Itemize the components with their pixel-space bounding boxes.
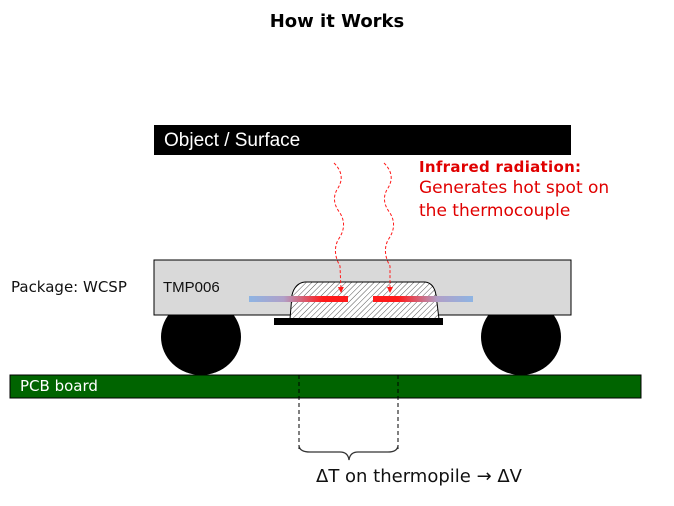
chip-name-label: TMP006	[163, 279, 220, 296]
pcb-label: PCB board	[20, 377, 98, 395]
solder-ball-left	[161, 299, 241, 375]
package-label: Package: WCSP	[11, 278, 127, 296]
object-surface-label: Object / Surface	[164, 130, 301, 151]
pcb-board	[9, 374, 642, 399]
infrared-description-line: the thermocouple	[419, 201, 571, 221]
thermopile-annotation: ΔT on thermopile → ΔV	[316, 466, 522, 487]
object-surface-bar	[154, 125, 571, 155]
infrared-title: Infrared radiation:	[419, 158, 582, 176]
infrared-description: Generates hot spot on the thermocouple	[419, 177, 609, 223]
curly-brace	[298, 445, 399, 461]
sensor-membrane	[289, 281, 440, 320]
sensor-base-plate	[274, 318, 443, 325]
infrared-description-line: Generates hot spot on	[419, 178, 610, 198]
thermopile-strip-left	[249, 296, 348, 302]
solder-ball-right	[481, 299, 561, 375]
ir-radiation-arrow-right	[383, 162, 394, 293]
thermopile-strip-right	[373, 296, 473, 302]
ir-radiation-arrow-left	[333, 162, 344, 293]
page-title: How it Works	[269, 11, 405, 32]
